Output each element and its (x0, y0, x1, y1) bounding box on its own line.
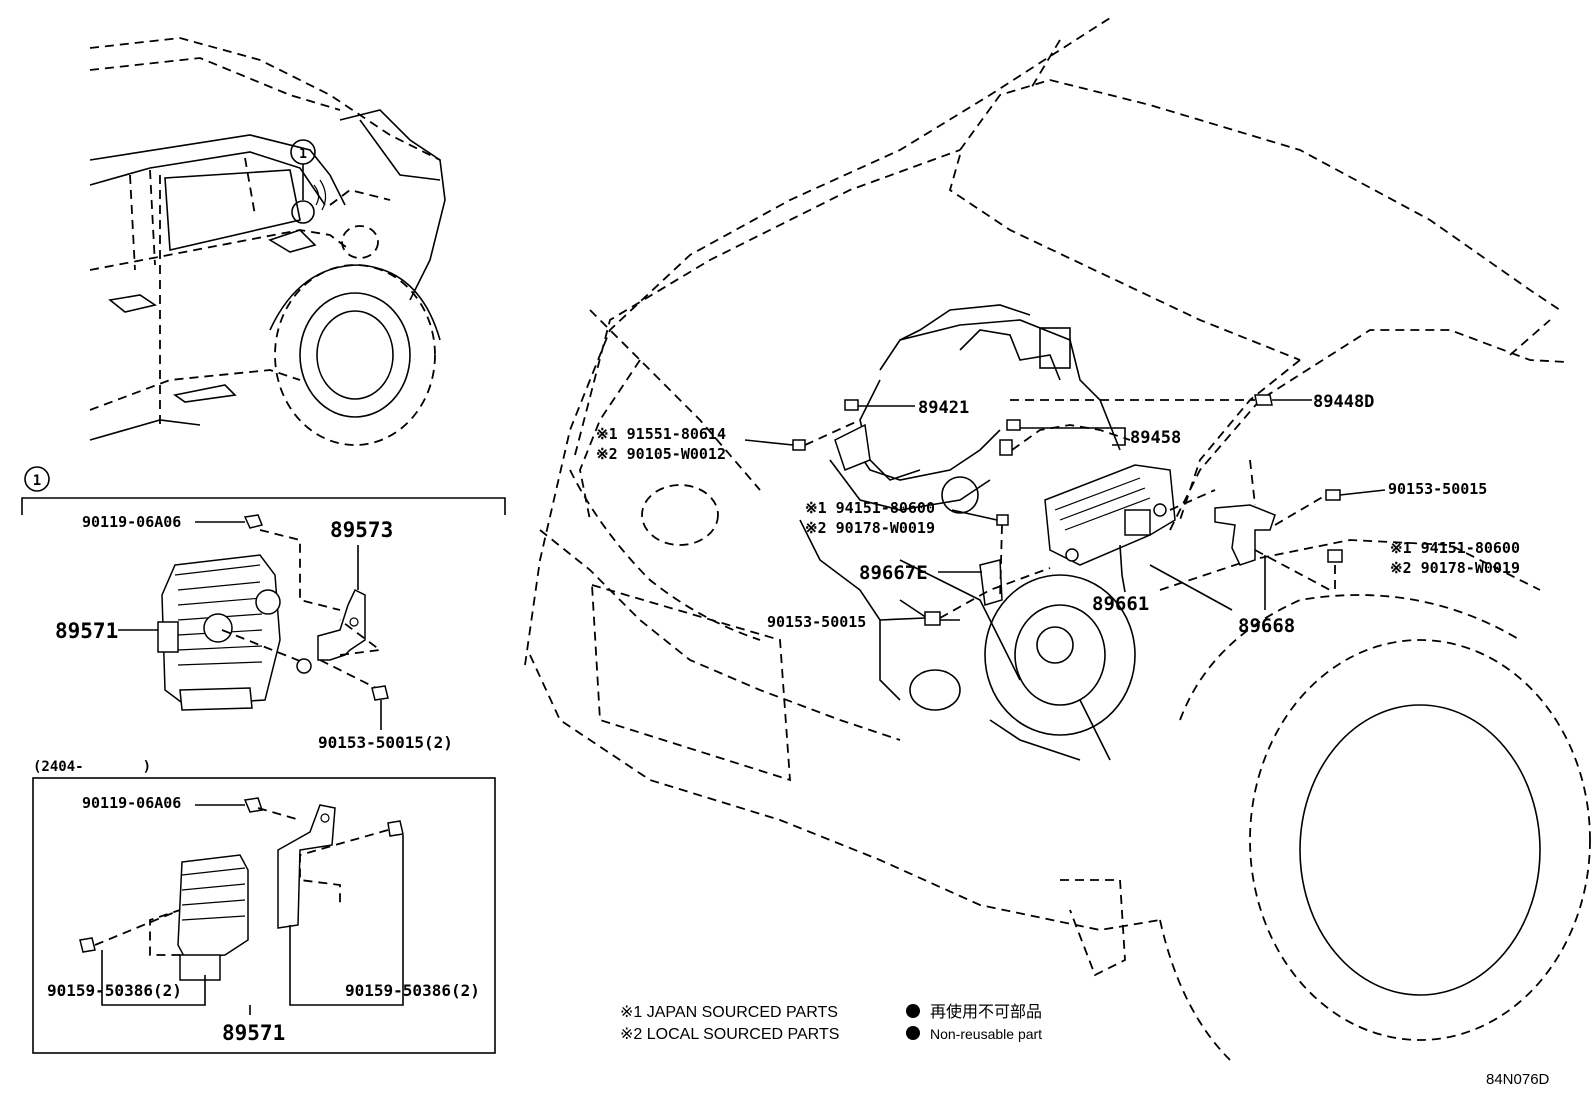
module-89571-illustration (157, 554, 312, 711)
label-90153-50015-2: 90153-50015(2) (318, 733, 453, 752)
nonreuse-dot-icon-2 (906, 1026, 920, 1040)
inset-range-label: (2404- ) (33, 759, 151, 775)
label-left-b-2: ※2 90178-W0019 (805, 519, 935, 537)
car-rear-illustration (89, 37, 446, 446)
label-90159-50386-left: 90159-50386(2) (47, 981, 182, 1000)
nonreuse-dot-icon (906, 1004, 920, 1018)
legend-nonreuse-en: Non-reusable part (930, 1026, 1042, 1042)
label-89458: 89458 (1130, 428, 1181, 448)
label-90153-50015-right: 90153-50015 (1388, 480, 1487, 498)
inset-box-2404 (32, 777, 496, 1054)
section-1-marker: 1 (33, 473, 41, 489)
legend-japan-sourced: ※1 JAPAN SOURCED PARTS (620, 1004, 838, 1021)
label-89571-b: 89571 (222, 1021, 285, 1045)
ecu-89661-illustration (1044, 464, 1176, 566)
legend-local-sourced: ※2 LOCAL SOURCED PARTS (620, 1026, 839, 1043)
label-90119-06A06-a: 90119-06A06 (82, 513, 181, 531)
label-left-a-1: ※1 91551-80614 (596, 425, 726, 443)
label-90153-50015-left: 90153-50015 (767, 613, 866, 631)
label-left-b-1: ※1 94151-80600 (805, 499, 935, 517)
label-89668: 89668 (1238, 615, 1295, 637)
label-89667E: 89667E (859, 562, 928, 584)
label-left-a-2: ※2 90105-W0012 (596, 445, 726, 463)
leader-lines (744, 399, 1386, 621)
car-front-illustration (524, 17, 1591, 1061)
inset-parts-illustration (79, 797, 404, 1015)
label-right-b-2: ※2 90178-W0019 (1390, 559, 1520, 577)
bolts-front (792, 394, 1343, 626)
bracket-89573-illustration (259, 529, 383, 691)
label-89448D: 89448D (1313, 392, 1374, 412)
diagram-code: 84N076D (1486, 1071, 1550, 1088)
bolts-section-1 (118, 514, 389, 730)
legend-nonreuse-jp: 再使用不可部品 (930, 1003, 1042, 1021)
label-89571-a: 89571 (55, 619, 118, 643)
label-90119-06A06-b: 90119-06A06 (82, 794, 181, 812)
label-89573: 89573 (330, 518, 393, 542)
section-1-header (21, 466, 506, 515)
bracket-89668-illustration (1214, 504, 1276, 566)
sensor-location-marker (291, 200, 315, 224)
label-right-b-1: ※1 94151-80600 (1390, 539, 1520, 557)
rear-view-marker: 1 (299, 147, 307, 162)
label-89661: 89661 (1092, 593, 1149, 615)
label-89421: 89421 (918, 398, 969, 418)
label-90159-50386-right: 90159-50386(2) (345, 981, 480, 1000)
